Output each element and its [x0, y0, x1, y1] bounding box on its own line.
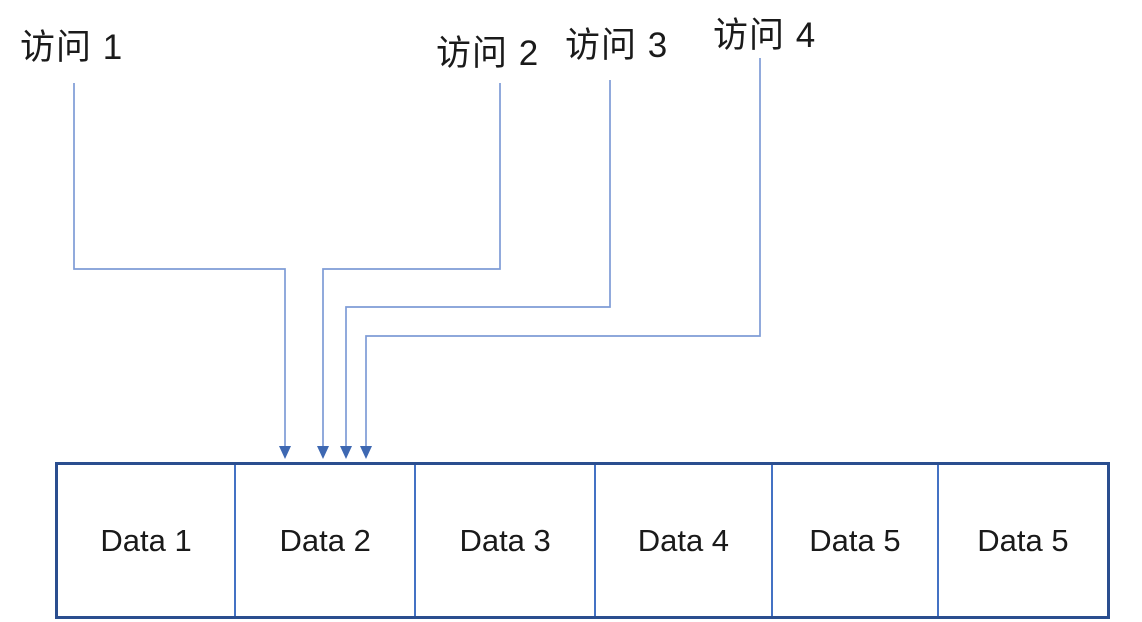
connector-line-access-2: [322, 83, 501, 447]
data-cell-3: Data 3: [416, 465, 596, 616]
data-cell-6: Data 5: [977, 522, 1069, 558]
arrowhead-access-3: [340, 446, 352, 459]
data-cell-2: Data 2: [236, 465, 417, 616]
access-label-1: 访问 1: [20, 28, 124, 67]
connector-line-access-1: [73, 83, 286, 447]
arrowhead-access-1: [279, 446, 291, 459]
data-cell-1: Data 1: [58, 465, 237, 616]
access-label-4: 访问 4: [713, 16, 817, 55]
connector-line-access-4: [365, 58, 761, 447]
arrowhead-access-4: [360, 446, 372, 459]
access-label-2: 访问 2: [436, 34, 540, 73]
connector-line-access-3: [345, 80, 611, 447]
data-array-box: Data 1 Data 2 Data 3 Data 4 Data 5 Data …: [55, 462, 1110, 619]
access-label-3: 访问 3: [565, 26, 669, 65]
data-cell-5: Data 5: [773, 465, 939, 616]
arrowhead-access-2: [317, 446, 329, 459]
data-cell-4: Data 4: [596, 465, 773, 616]
